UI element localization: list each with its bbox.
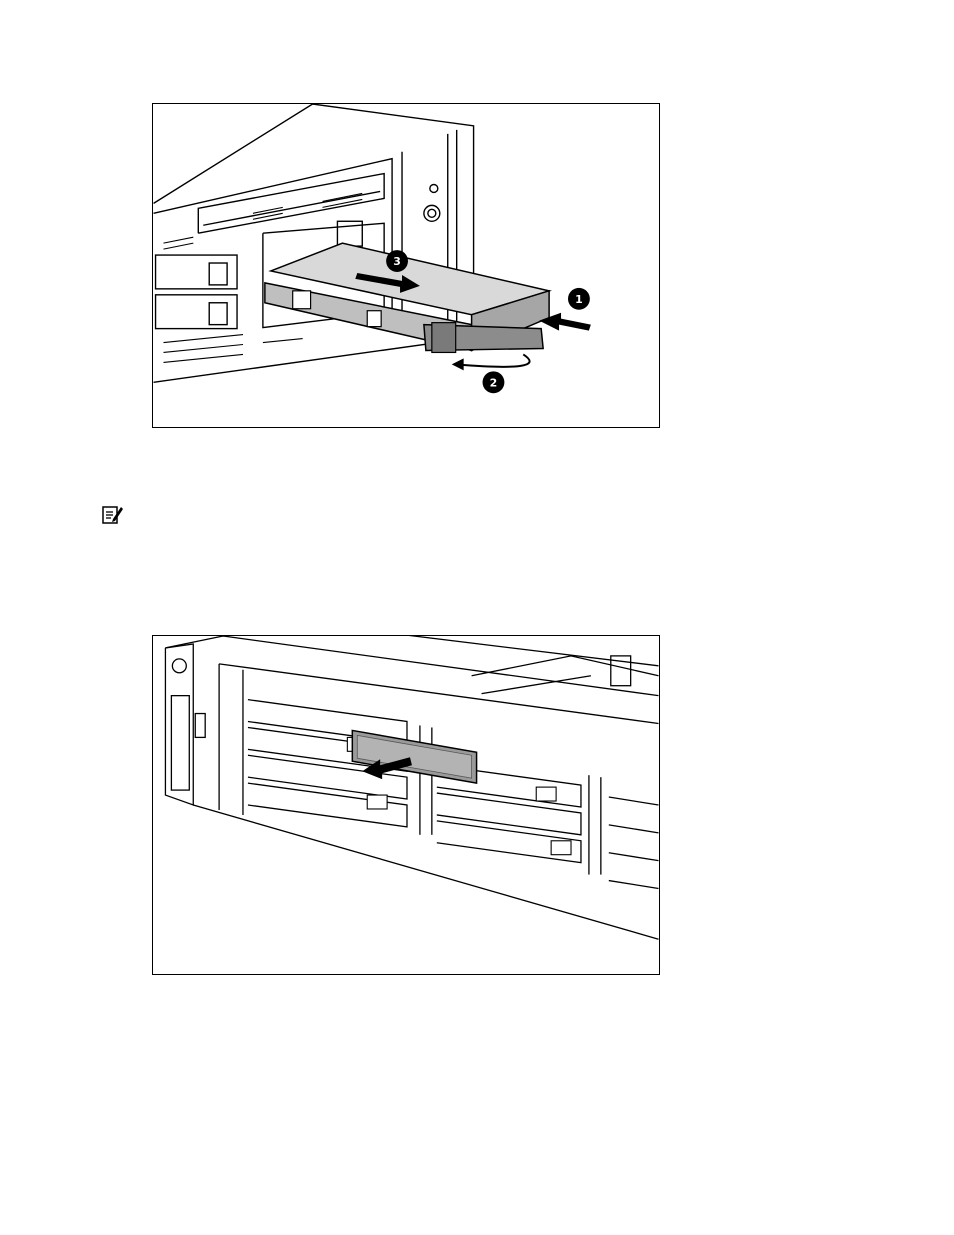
figure-hot-plug-drive-removal: 3 1 2 (152, 103, 660, 428)
callout-1-label: 1 (575, 293, 583, 306)
callout-2-label: 2 (490, 376, 498, 389)
callout-2: 2 (483, 371, 505, 393)
callout-3: 3 (386, 250, 408, 272)
figure-drive-bay-blank-removal (152, 635, 660, 975)
note-pencil-icon (101, 503, 123, 525)
callout-3-label: 3 (393, 255, 401, 268)
callout-1: 1 (568, 288, 590, 310)
drive-bay-blank (352, 730, 476, 783)
illustration-server-drive-cage (153, 636, 659, 974)
illustration-server-drive-removal: 3 1 2 (153, 104, 659, 427)
server-front-panel (165, 636, 658, 939)
